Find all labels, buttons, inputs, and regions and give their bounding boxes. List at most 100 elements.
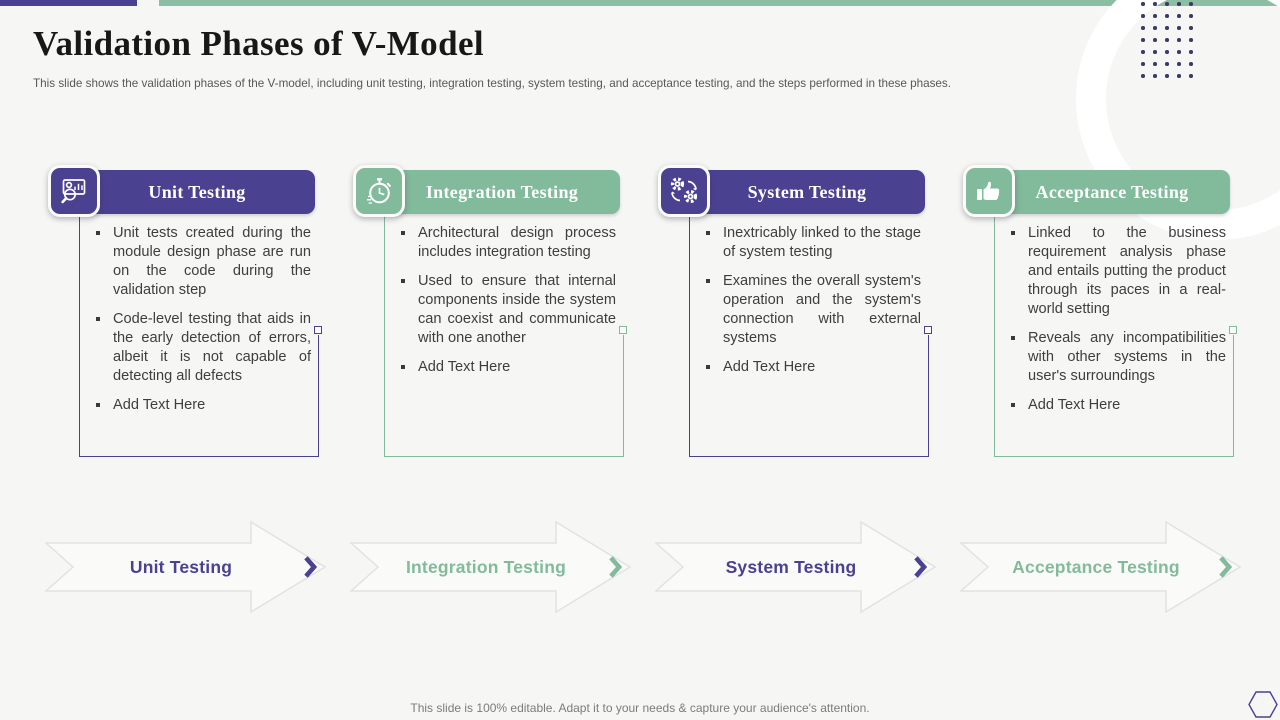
box-border-right xyxy=(318,335,319,457)
box-border-left xyxy=(689,217,690,457)
phase-title: Unit Testing xyxy=(148,181,246,202)
bullet-item: Used to ensure that internal components … xyxy=(401,273,616,346)
dot xyxy=(1177,50,1181,54)
dot xyxy=(1141,50,1145,54)
box-border-right xyxy=(928,335,929,457)
dot xyxy=(1177,74,1181,78)
phase-arrow[interactable]: Acceptance Testing xyxy=(960,521,1242,613)
bullet-item: Code-level testing that aids in the earl… xyxy=(96,311,311,384)
dot xyxy=(1165,74,1169,78)
box-border-bottom xyxy=(384,456,624,457)
dot xyxy=(1153,14,1157,18)
box-border-left xyxy=(994,217,995,457)
phase-arrow[interactable]: Integration Testing xyxy=(350,521,632,613)
thumbs-up-icon[interactable] xyxy=(963,165,1015,217)
phase-title: Integration Testing xyxy=(425,181,579,202)
dot xyxy=(1165,50,1169,54)
box-border-left xyxy=(79,217,80,457)
box-border-bottom xyxy=(79,456,319,457)
arrow-shape xyxy=(45,521,327,613)
dot xyxy=(1165,2,1169,6)
chevron-right-icon xyxy=(609,556,622,578)
bullet-list: Linked to the business requirement analy… xyxy=(994,214,1234,415)
box-border-left xyxy=(384,217,385,457)
box-border-right xyxy=(623,335,624,457)
dot xyxy=(1141,62,1145,66)
arrow-label: Acceptance Testing xyxy=(1012,556,1180,577)
bullet-item: Unit tests created during the module des… xyxy=(96,225,311,298)
gears-process-icon[interactable] xyxy=(658,165,710,217)
dot xyxy=(1189,26,1193,30)
phase-column: Integration Testing Architectural design… xyxy=(353,165,627,460)
phase-text-box[interactable]: Linked to the business requirement analy… xyxy=(994,214,1237,457)
dot xyxy=(1141,38,1145,42)
phase-text-box[interactable]: Inextricably linked to the stage of syst… xyxy=(689,214,932,457)
phase-text-box[interactable]: Architectural design process includes in… xyxy=(384,214,627,457)
phase-title: Acceptance Testing xyxy=(1035,181,1189,202)
bullet-item: Inextricably linked to the stage of syst… xyxy=(706,225,921,260)
resize-handle[interactable] xyxy=(1229,326,1237,334)
phase-header[interactable]: Integration Testing xyxy=(384,170,620,214)
dot xyxy=(1165,26,1169,30)
resize-handle[interactable] xyxy=(619,326,627,334)
dot xyxy=(1189,62,1193,66)
top-bar-gap xyxy=(137,0,159,6)
top-accent-bar xyxy=(0,0,1280,6)
bullet-item: Add Text Here xyxy=(1011,396,1226,415)
bullet-item: Add Text Here xyxy=(401,358,616,377)
phase-arrow[interactable]: System Testing xyxy=(655,521,937,613)
bullet-list: Inextricably linked to the stage of syst… xyxy=(689,214,929,377)
page-title: Validation Phases of V-Model xyxy=(33,24,485,63)
phase-arrow[interactable]: Unit Testing xyxy=(45,521,327,613)
phase-column: System Testing Inextricably linked to th… xyxy=(658,165,932,460)
bullet-item: Reveals any incompatibilities with other… xyxy=(1011,330,1226,384)
dot xyxy=(1153,74,1157,78)
bullet-list: Architectural design process includes in… xyxy=(384,214,624,377)
box-border-bottom xyxy=(689,456,929,457)
dot xyxy=(1189,74,1193,78)
arrow-label: Unit Testing xyxy=(129,556,233,577)
phase-title: System Testing xyxy=(747,181,867,202)
phase-header[interactable]: Acceptance Testing xyxy=(994,170,1230,214)
hexagon-icon xyxy=(1248,691,1278,718)
top-bar-purple-segment xyxy=(0,0,137,6)
phase-column: Acceptance Testing Linked to the busines… xyxy=(963,165,1237,460)
dot xyxy=(1141,26,1145,30)
dot xyxy=(1153,26,1157,30)
phase-text-box[interactable]: Unit tests created during the module des… xyxy=(79,214,322,457)
dot xyxy=(1177,38,1181,42)
dot xyxy=(1189,2,1193,6)
bullet-item: Add Text Here xyxy=(96,396,311,415)
arrow-label: System Testing xyxy=(725,556,857,577)
phase-header[interactable]: Unit Testing xyxy=(79,170,315,214)
box-border-right xyxy=(1233,335,1234,457)
dot xyxy=(1165,38,1169,42)
presentation-magnifier-icon[interactable] xyxy=(48,165,100,217)
bullet-item: Add Text Here xyxy=(706,358,921,377)
chevron-right-icon xyxy=(1219,556,1232,578)
dot xyxy=(1141,14,1145,18)
phase-header[interactable]: System Testing xyxy=(689,170,925,214)
dot xyxy=(1177,14,1181,18)
arrow-label: Integration Testing xyxy=(405,556,566,577)
stopwatch-icon[interactable] xyxy=(353,165,405,217)
dot xyxy=(1141,2,1145,6)
dot xyxy=(1165,14,1169,18)
footer-note: This slide is 100% editable. Adapt it to… xyxy=(410,701,870,715)
box-border-bottom xyxy=(994,456,1234,457)
dot xyxy=(1189,38,1193,42)
resize-handle[interactable] xyxy=(924,326,932,334)
chevron-right-icon xyxy=(304,556,317,578)
dot xyxy=(1177,2,1181,6)
top-bar-green-segment xyxy=(159,0,1280,6)
bullet-item: Examines the overall system's operation … xyxy=(706,273,921,346)
dot xyxy=(1153,38,1157,42)
dot xyxy=(1177,62,1181,66)
phase-column: Unit Testing Unit tests created during t… xyxy=(48,165,322,460)
slide-subtitle: This slide shows the validation phases o… xyxy=(33,77,952,90)
arrow-shape xyxy=(960,521,1242,613)
resize-handle[interactable] xyxy=(314,326,322,334)
dot xyxy=(1165,62,1169,66)
arrow-shape xyxy=(655,521,937,613)
